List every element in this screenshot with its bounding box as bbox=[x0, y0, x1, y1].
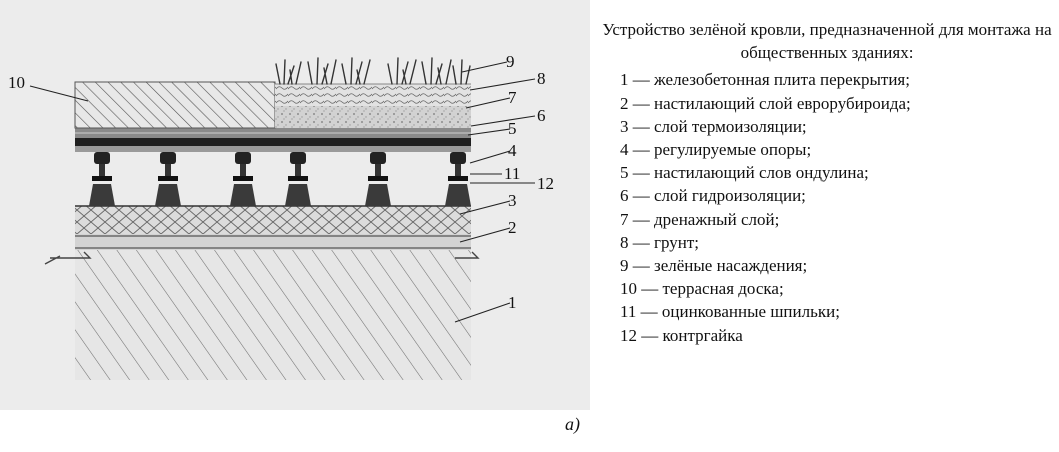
layer-2-roofing-felt bbox=[75, 234, 471, 250]
legend-item: 6 — слой гидроизоляции; bbox=[620, 186, 806, 206]
legend-item: 10 — террасная доска; bbox=[620, 279, 784, 299]
callout-5: 5 bbox=[508, 119, 517, 138]
callout-8: 8 bbox=[537, 69, 546, 88]
leader-6 bbox=[470, 115, 536, 127]
leader-4 bbox=[469, 150, 511, 164]
callout-6: 6 bbox=[537, 106, 546, 125]
figure-caption: а) bbox=[565, 414, 580, 434]
support-pedestal bbox=[89, 152, 115, 206]
legend-list: 1 — железобетонная плита перекрытия; 2 —… bbox=[598, 68, 1056, 346]
leader-3 bbox=[459, 200, 511, 215]
leader-10 bbox=[29, 85, 89, 102]
roof-cross-section-drawing: 1 2 3 4 5 6 7 8 9 10 11 12 bbox=[0, 0, 590, 410]
legend-item: 7 — дренажный слой; bbox=[620, 209, 780, 229]
legend-item: 11 — оцинкованные шпильки; bbox=[620, 302, 840, 322]
support-pedestal bbox=[285, 152, 311, 206]
leader-9 bbox=[461, 61, 508, 73]
callout-4: 4 bbox=[508, 141, 517, 160]
legend-item: 3 — слой термоизоляции; bbox=[620, 116, 807, 136]
legend-title: Устройство зелёной кровли, предназначенн… bbox=[602, 20, 1052, 63]
callout-3: 3 bbox=[508, 191, 517, 210]
layer-1-concrete-slab bbox=[44, 250, 480, 380]
legend-item: 8 — грунт; bbox=[620, 232, 699, 252]
layer-3-thermal-insulation bbox=[75, 205, 471, 234]
layer-10-terrace-deck bbox=[74, 81, 276, 129]
layer-4-adjustable-supports bbox=[89, 152, 471, 206]
support-pedestal bbox=[230, 152, 256, 206]
support-pedestal bbox=[155, 152, 181, 206]
legend-item: 4 — регулируемые опоры; bbox=[620, 140, 812, 160]
legend-item: 12 — контргайка bbox=[620, 325, 743, 345]
callout-9: 9 bbox=[506, 52, 515, 71]
legend-item: 1 — железобетонная плита перекрытия; bbox=[620, 70, 910, 90]
leader-5 bbox=[467, 128, 511, 136]
layer-8-soil bbox=[275, 83, 471, 106]
leader-lines bbox=[29, 61, 536, 323]
legend: Устройство зелёной кровли, предназначенн… bbox=[598, 18, 1056, 347]
support-pedestal bbox=[365, 152, 391, 206]
layer-6-waterproofing bbox=[75, 138, 471, 152]
layer-9-green-plants bbox=[275, 57, 471, 85]
callout-10: 10 bbox=[8, 73, 25, 92]
leader-7 bbox=[465, 97, 511, 109]
callout-12: 12 bbox=[537, 174, 554, 193]
support-pedestal bbox=[445, 152, 471, 206]
callout-2: 2 bbox=[508, 218, 517, 237]
callout-7: 7 bbox=[508, 88, 517, 107]
callout-11: 11 bbox=[504, 164, 520, 183]
legend-item: 9 — зелёные насаждения; bbox=[620, 256, 808, 276]
layer-7-drainage bbox=[275, 106, 471, 128]
legend-item: 2 — настилающий слой еврорубироида; bbox=[620, 93, 911, 113]
callout-1: 1 bbox=[508, 293, 517, 312]
leader-1 bbox=[454, 302, 511, 323]
legend-item: 5 — настилающий слов ондулина; bbox=[620, 163, 869, 183]
leader-8 bbox=[469, 78, 536, 91]
layer-5-ondulin bbox=[75, 128, 471, 138]
leader-2 bbox=[459, 227, 511, 243]
